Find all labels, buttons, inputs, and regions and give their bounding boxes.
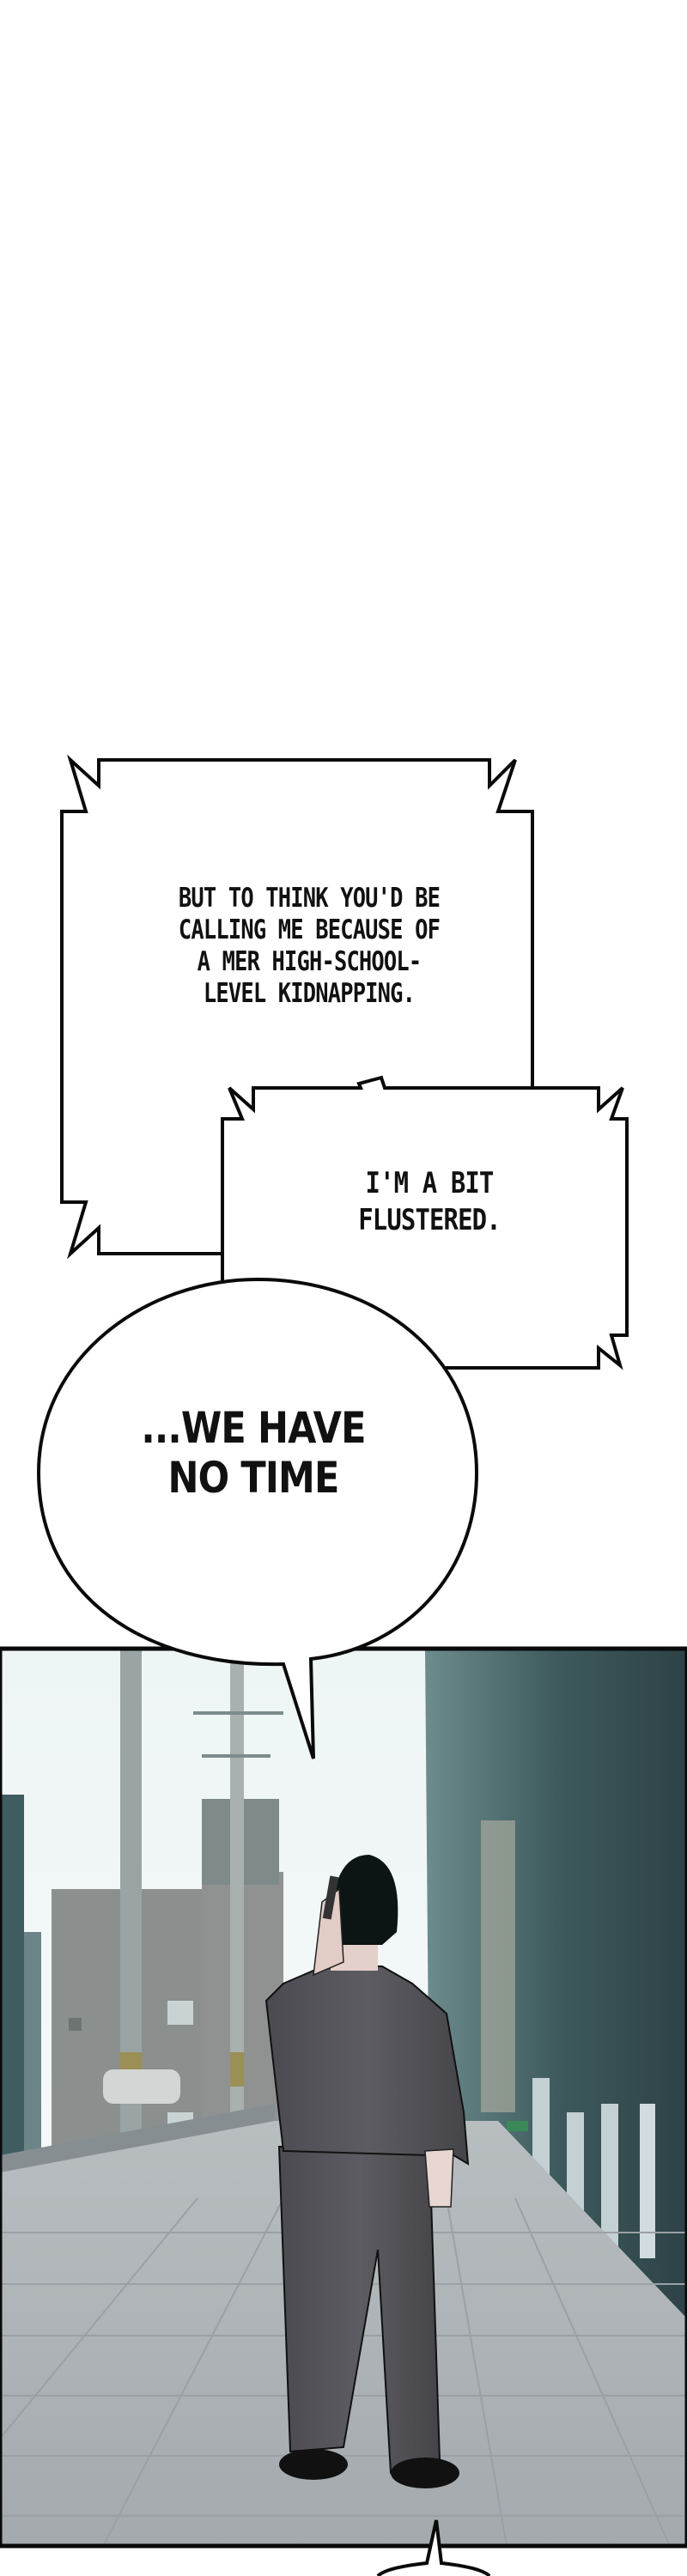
next-bubble-tail [376, 2519, 491, 2576]
bubble-3-text: ...WE HAVE NO TIME [141, 1403, 366, 1503]
bubble-2-text: I'M A BIT FLUSTERED. [358, 1166, 501, 1237]
man-figure [264, 1855, 470, 2488]
bubble-1-text: BUT TO THINK YOU'D BE CALLING ME BECAUSE… [178, 883, 441, 1009]
bubble-3-shape [36, 1277, 479, 1759]
street-panel [0, 1649, 687, 2546]
